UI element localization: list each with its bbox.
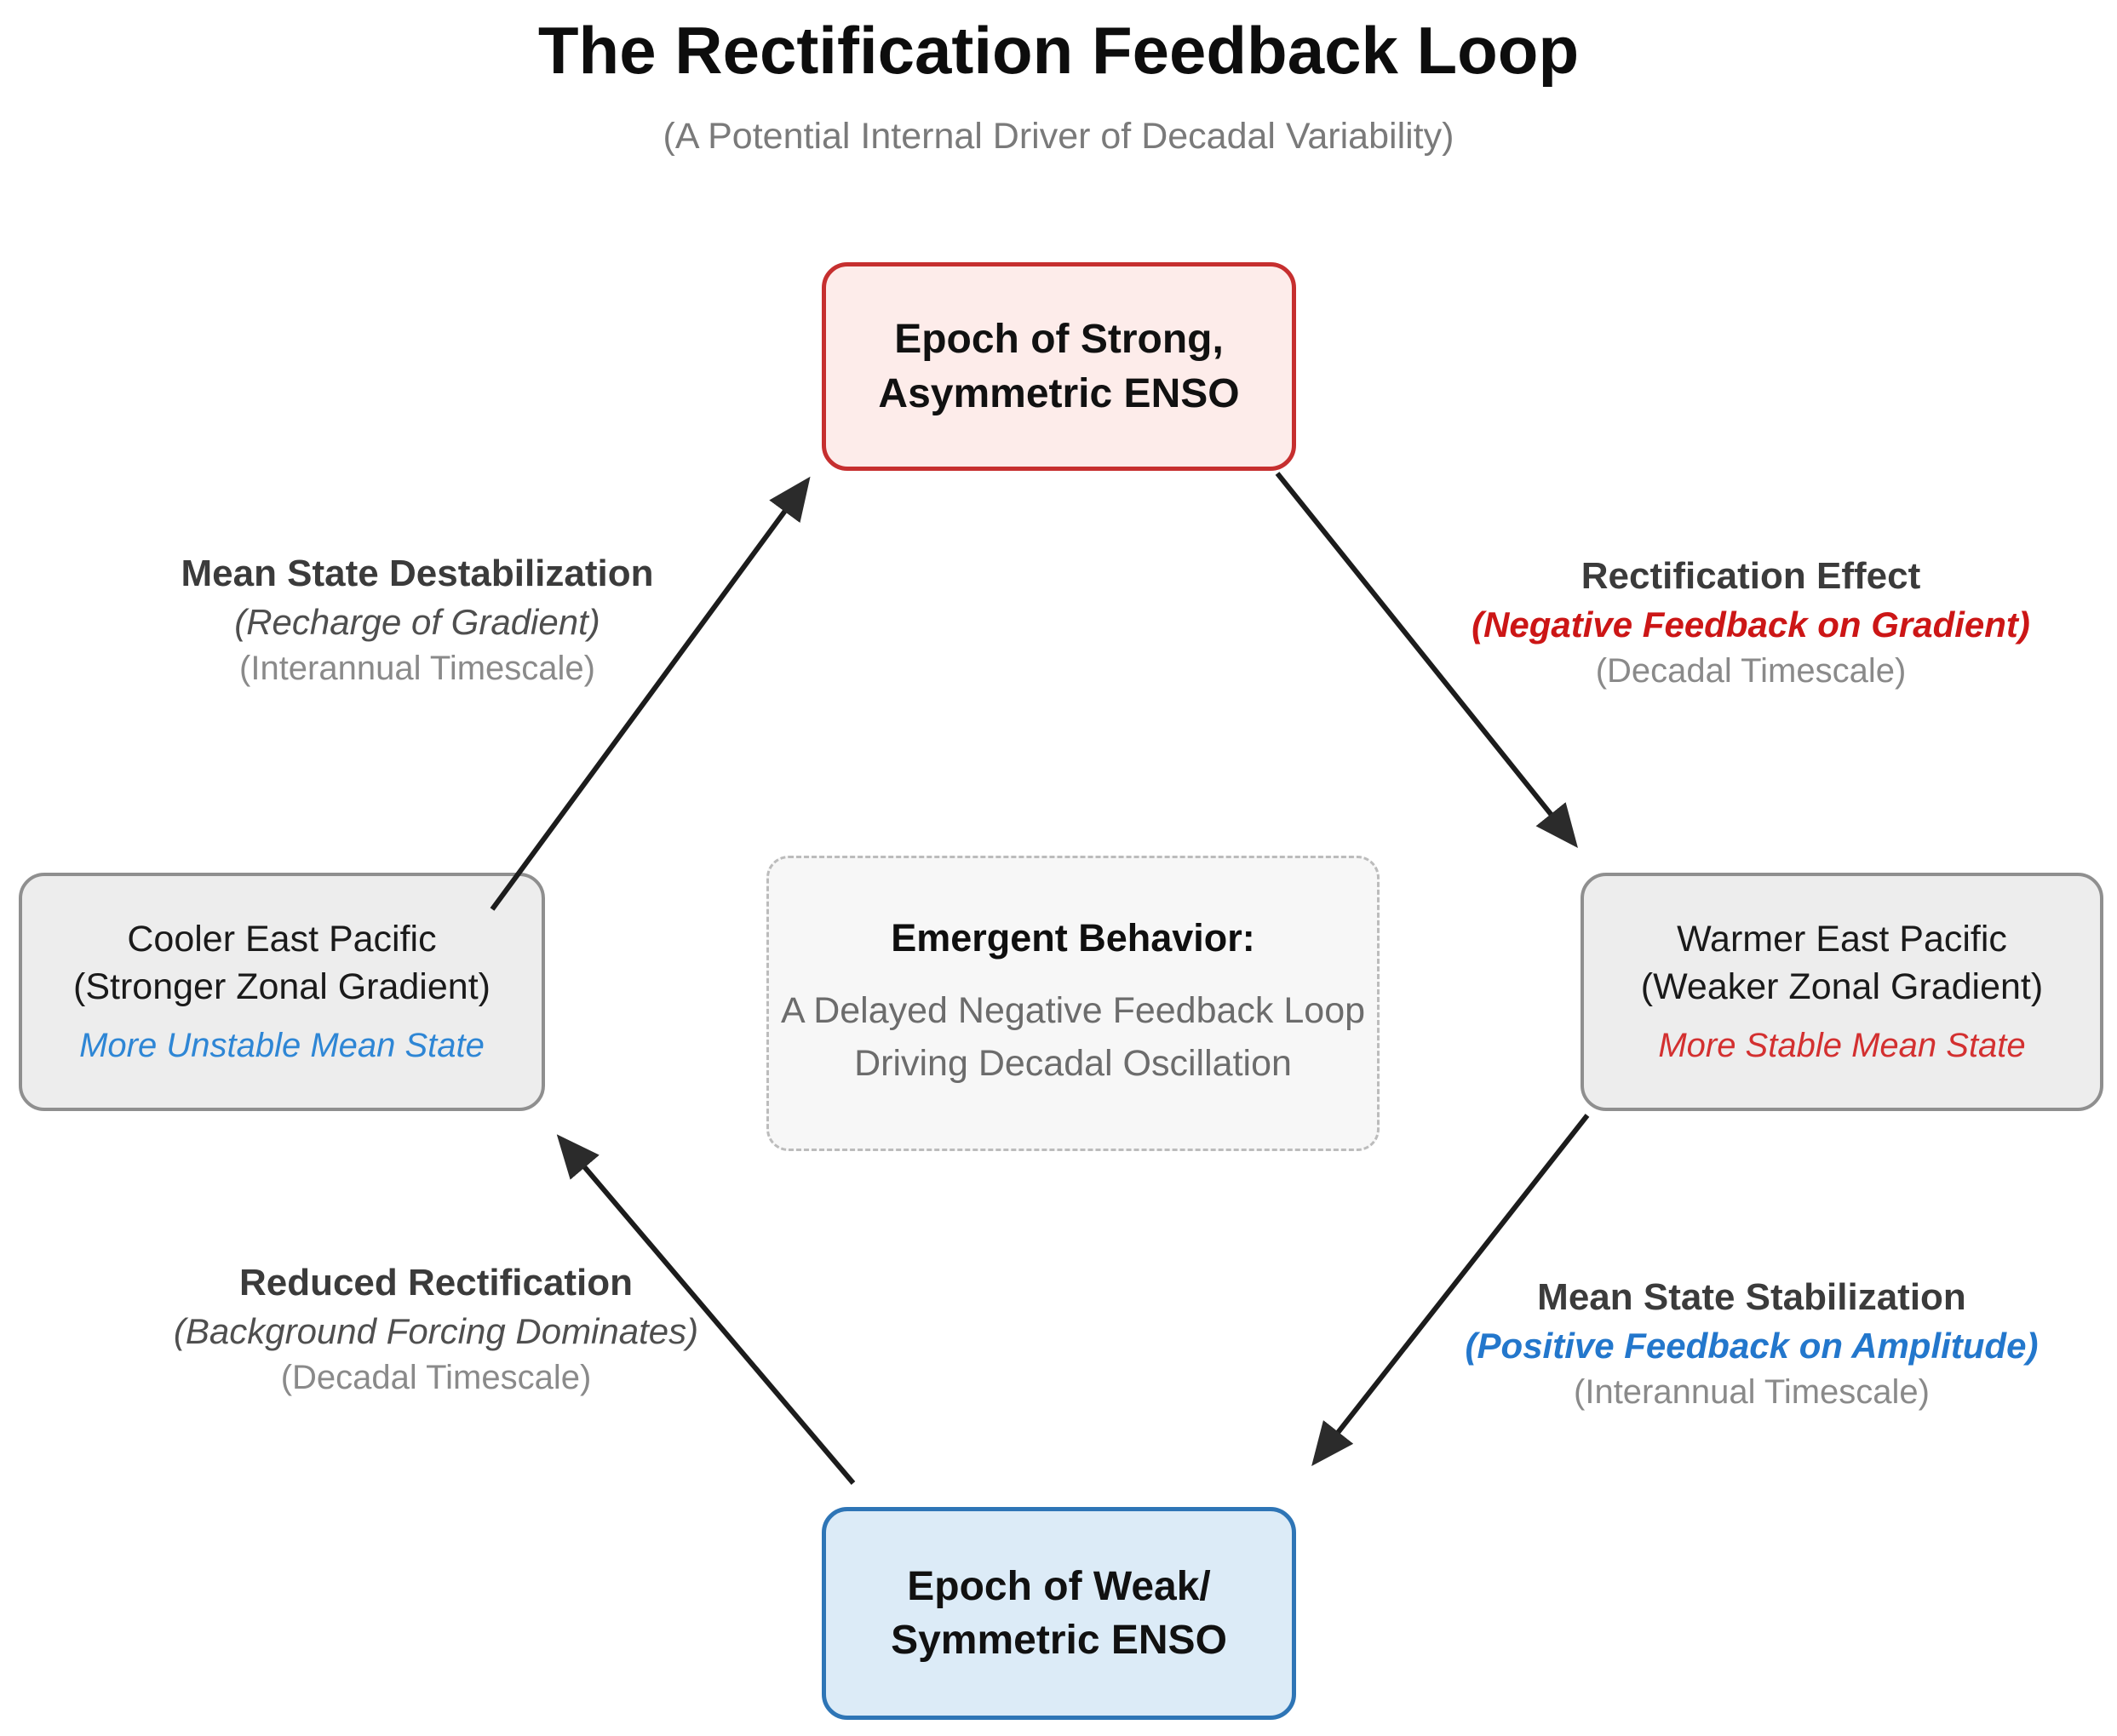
edge-bl-title: Reduced Rectification xyxy=(238,1262,634,1303)
node-warmer-note: More Stable Mean State xyxy=(1658,1026,2026,1064)
node-weak-enso-line1: Epoch of Weak/ xyxy=(907,1563,1211,1609)
emergent-behavior-body-line1: A Delayed Negative Feedback Loop xyxy=(780,990,1366,1031)
node-weak-symmetric-enso: Epoch of Weak/ Symmetric ENSO xyxy=(822,1507,1296,1720)
node-warmer-east-pacific: Warmer East Pacific (Weaker Zonal Gradie… xyxy=(1581,873,2103,1111)
edge-label-rectification-effect: Rectification Effect (Negative Feedback … xyxy=(1437,552,2064,693)
edge-bl-timescale: (Decadal Timescale) xyxy=(280,1358,592,1396)
edge-tl-title: Mean State Destabilization xyxy=(181,553,654,594)
node-strong-asymmetric-enso: Epoch of Strong, Asymmetric ENSO xyxy=(822,262,1296,471)
page-title: The Rectification Feedback Loop xyxy=(537,13,1580,88)
node-warmer-line2: (Weaker Zonal Gradient) xyxy=(1640,966,2044,1007)
page-subtitle: (A Potential Internal Driver of Decadal … xyxy=(663,116,1454,157)
edge-tr-title: Rectification Effect xyxy=(1581,555,1921,597)
node-cooler-east-pacific: Cooler East Pacific (Stronger Zonal Grad… xyxy=(19,873,545,1111)
node-strong-enso-line1: Epoch of Strong, xyxy=(894,317,1224,363)
node-cooler-note: More Unstable Mean State xyxy=(79,1026,485,1064)
node-cooler-line2: (Stronger Zonal Gradient) xyxy=(73,966,491,1007)
edge-tr-timescale: (Decadal Timescale) xyxy=(1595,651,1907,690)
node-weak-enso-line2: Symmetric ENSO xyxy=(891,1618,1227,1663)
edge-label-mean-state-destabilization: Mean State Destabilization (Recharge of … xyxy=(111,549,724,690)
node-warmer-line1: Warmer East Pacific xyxy=(1677,919,2007,960)
edge-br-timescale: (Interannual Timescale) xyxy=(1574,1372,1930,1411)
edge-label-mean-state-stabilization: Mean State Stabilization (Positive Feedb… xyxy=(1433,1273,2070,1414)
emergent-behavior-box: Emergent Behavior: A Delayed Negative Fe… xyxy=(766,856,1380,1151)
edge-bl-subtitle: (Background Forcing Dominates) xyxy=(173,1311,699,1352)
emergent-behavior-heading: Emergent Behavior: xyxy=(891,916,1255,960)
edge-br-subtitle: (Positive Feedback on Amplitude) xyxy=(1465,1326,2039,1366)
edge-label-reduced-rectification: Reduced Rectification (Background Forcin… xyxy=(119,1258,753,1400)
node-cooler-line1: Cooler East Pacific xyxy=(127,919,437,960)
node-strong-enso-line2: Asymmetric ENSO xyxy=(878,370,1240,416)
edge-tl-timescale: (Interannual Timescale) xyxy=(239,649,595,687)
emergent-behavior-body-line2: Driving Decadal Oscillation xyxy=(854,1043,1292,1085)
edge-tl-subtitle: (Recharge of Gradient) xyxy=(234,602,600,643)
edge-tr-subtitle: (Negative Feedback on Gradient) xyxy=(1472,604,2030,645)
edge-br-title: Mean State Stabilization xyxy=(1537,1276,1966,1318)
